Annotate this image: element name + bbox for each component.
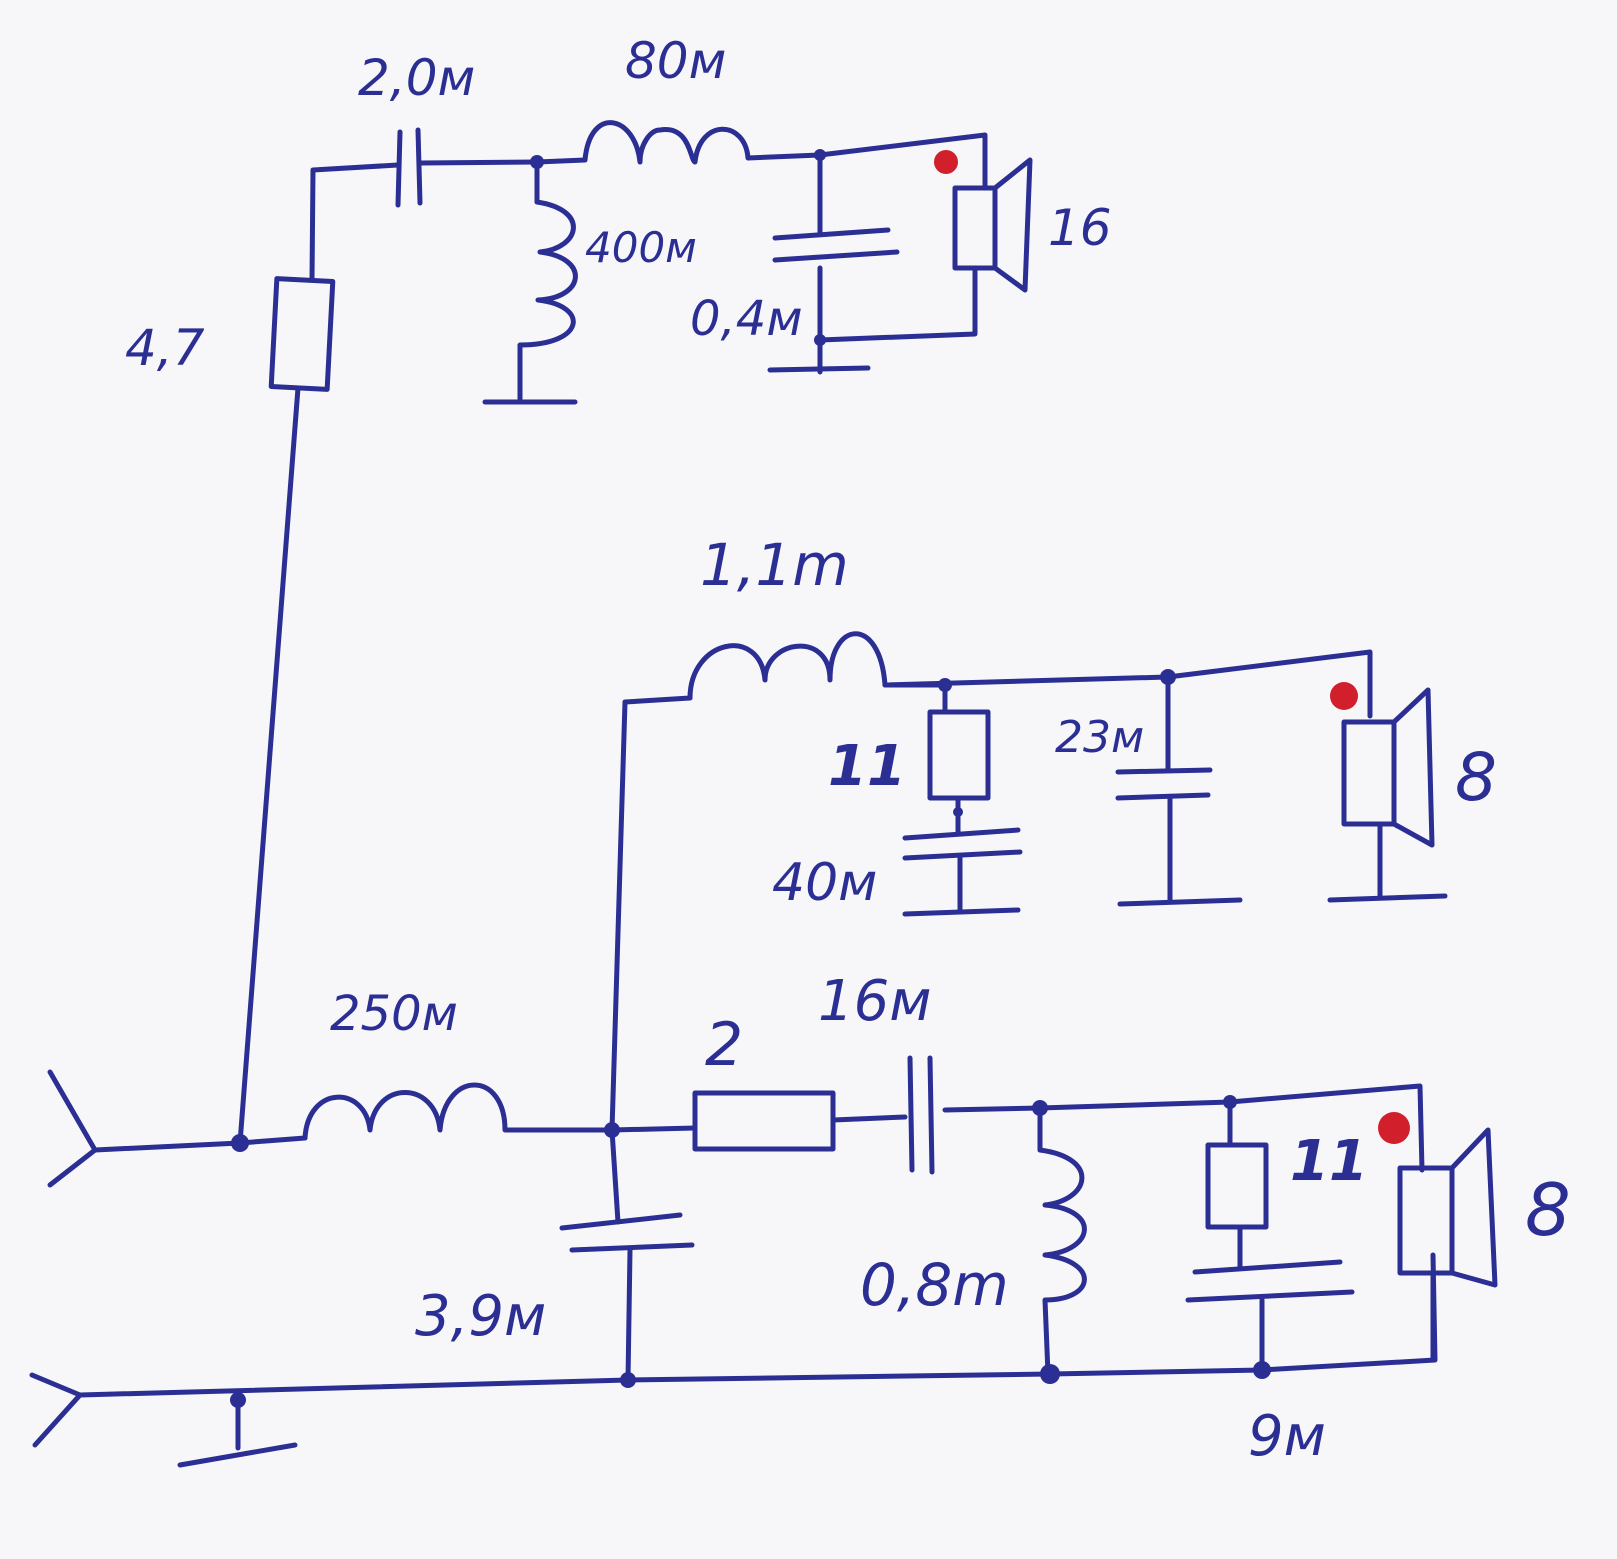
ground-symbol: [902, 907, 1021, 917]
polarity-mark: [1330, 682, 1358, 710]
label-l-mid-series: 1,1m: [700, 531, 849, 599]
capacitor-2-0m: [395, 127, 423, 208]
speaker-16-body: [952, 185, 998, 271]
capacitor-9m: [1185, 1259, 1355, 1303]
inductor-250m: [302, 1082, 615, 1141]
polarity-mark: [934, 150, 958, 174]
speaker-8-bass-cone: [1449, 1127, 1498, 1288]
inductor-1-1m: [687, 631, 948, 701]
wire: [92, 1135, 308, 1153]
speaker-8-mid-cone: [1391, 687, 1435, 848]
capacitor-3-9m: [559, 1212, 695, 1253]
input-terminal-minus: [29, 1372, 83, 1448]
label-r-bass-series: 2: [705, 1010, 743, 1080]
label-c-mid-shunt: 23м: [1055, 712, 1144, 763]
label-l-woofer-series: 250м: [330, 986, 458, 1042]
speaker-16-cone: [992, 157, 1033, 293]
junction-dot: [953, 807, 963, 817]
label-l-tweeter-series: 80м: [625, 32, 726, 90]
label-c-bass-zobel: 9м: [1248, 1404, 1326, 1469]
wire: [309, 162, 401, 283]
speaker-8-bass-body: [1397, 1165, 1455, 1276]
label-l-tweeter-shunt: 400м: [585, 223, 697, 272]
junction-dot: [231, 1134, 249, 1152]
component-labels: 2,0м 80м 400м 0,4м 4,7 16 1,1m 11 40м 23…: [125, 32, 1571, 1469]
speaker-8-mid-body: [1341, 719, 1397, 827]
wire: [817, 132, 988, 191]
wire: [882, 649, 1373, 719]
tweeter-branch: [237, 120, 1033, 1146]
resistor-11-mid: [927, 709, 991, 801]
wire: [830, 1114, 908, 1123]
wire: [609, 695, 693, 1133]
wire: [418, 159, 540, 166]
label-c-tweeter-shunt: 0,4м: [690, 291, 803, 347]
wire: [817, 265, 978, 343]
ground-symbol: [1327, 893, 1448, 903]
label-r-tweeter-series: 4,7: [125, 319, 205, 377]
wire: [609, 1125, 698, 1133]
wire: [609, 1127, 621, 1225]
capacitor-40m: [902, 827, 1023, 861]
label-c-bass-series: 16м: [818, 969, 932, 1034]
wire: [625, 1247, 633, 1383]
label-spk-tweeter: 16: [1048, 199, 1112, 257]
label-r-mid-zobel: 11: [828, 734, 906, 799]
resistor-2: [692, 1090, 836, 1152]
capacitor-23m: [1115, 767, 1213, 801]
label-c-tweeter-series: 2,0м: [358, 49, 475, 107]
inductor-400m: [517, 159, 578, 403]
label-l-bass-shunt: 0,8m: [860, 1251, 1009, 1319]
label-spk-bass: 8: [1525, 1168, 1571, 1252]
label-r-bass-zobel: 11: [1290, 1129, 1368, 1194]
capacitor-0-4m: [772, 227, 900, 263]
label-spk-mid: 8: [1455, 739, 1497, 816]
ground-symbol: [1117, 897, 1243, 907]
bass-branch: [609, 1055, 1498, 1377]
ground-symbol: [767, 365, 871, 373]
inductor-80m: [534, 120, 823, 165]
resistor-4-7: [268, 276, 336, 392]
ground-rail: [77, 1252, 1438, 1398]
input-terminal-plus: [47, 1069, 98, 1188]
capacitor-16m: [907, 1055, 935, 1175]
ground-symbol: [177, 1442, 298, 1468]
label-c-mid-zobel: 40м: [772, 853, 877, 913]
junction-dot: [620, 1372, 636, 1388]
wire: [237, 385, 301, 1146]
resistor-11-bass: [1205, 1142, 1269, 1230]
mid-branch: [609, 631, 1448, 1133]
polarity-mark: [1378, 1112, 1410, 1144]
inductor-0-8m: [1037, 1105, 1087, 1377]
label-c-woofer-shunt: 3,9м: [415, 1284, 546, 1349]
